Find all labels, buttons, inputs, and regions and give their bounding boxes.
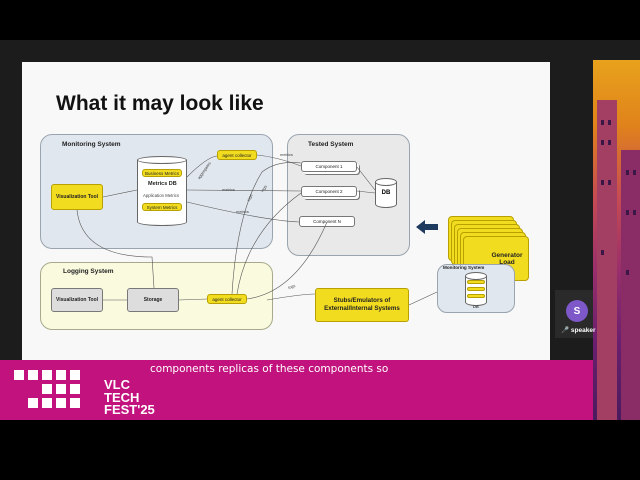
metrics-edge-label-2: metrics xyxy=(222,187,235,192)
logging-agent-collector: agent collector xyxy=(207,294,247,304)
small-db-label: DB xyxy=(473,304,479,309)
speaker-avatar: S xyxy=(566,300,588,322)
arrow-left-icon xyxy=(416,220,438,234)
monitoring-visualization-tool: Visualization Tool xyxy=(51,184,103,210)
collector-to-component1-line xyxy=(256,154,302,167)
log-collector-to-componentn-line xyxy=(246,221,328,300)
event-banner: VLC TECH FEST'25 components replicas of … xyxy=(0,360,593,420)
log-collector-to-component1-line xyxy=(231,162,302,295)
monitoring-system-small-title: Monitoring System xyxy=(443,265,485,270)
stubs-emulators-box: Stubs/Emulators of External/Internal Sys… xyxy=(315,288,409,322)
metricsdb-to-component2-line xyxy=(186,189,302,192)
logging-visualization-tool: Visualization Tool xyxy=(51,288,103,312)
component-n: Component N xyxy=(299,216,355,227)
stubs-to-monitoring-line xyxy=(408,291,438,306)
metricsdb-to-collector-line xyxy=(186,155,218,178)
tested-db-cylinder: DB xyxy=(375,178,397,208)
component-1: Component 1 xyxy=(301,161,357,172)
component1-to-db-line xyxy=(356,166,376,191)
small-db-metric-2 xyxy=(467,287,485,291)
tested-system-title: Tested System xyxy=(308,141,354,148)
metricsdb-to-componentn-line xyxy=(186,201,300,223)
speaker-camera-background xyxy=(593,60,640,420)
logo-text: VLC TECH FEST'25 xyxy=(104,377,155,417)
monitoring-agent-collector: agent collector xyxy=(217,150,257,160)
diagram-connectors xyxy=(76,154,438,306)
component-2: Component 2 xyxy=(301,186,357,197)
log-collector-to-component2-line xyxy=(236,192,302,295)
small-db-metric-1 xyxy=(467,280,485,284)
application-metrics-label: Application Metrics xyxy=(143,193,180,198)
speaker-label: 🎤 speaker xyxy=(561,327,596,334)
speaker-label-text: speaker xyxy=(570,327,596,334)
monitoring-system-title: Monitoring System xyxy=(62,141,121,148)
metrics-edge-label-3: metrics xyxy=(236,209,249,214)
storage-to-collector-line xyxy=(178,298,208,301)
slide-title: What it may look like xyxy=(56,92,264,115)
video-stage: What it may look like Monitoring System … xyxy=(0,40,640,420)
logging-system-title: Logging System xyxy=(63,268,114,275)
presentation-slide: What it may look like Monitoring System … xyxy=(22,62,550,384)
viz-to-metricsdb-line xyxy=(102,189,138,198)
small-db-metric-3 xyxy=(467,294,485,298)
logo-line-1: VLC xyxy=(104,377,130,392)
component2-to-db-line xyxy=(356,190,376,194)
logo-line-3: FEST'25 xyxy=(104,402,155,417)
logo-line-2: TECH xyxy=(104,389,140,405)
metrics-db-label: Metrics DB xyxy=(148,181,177,187)
business-metrics-box: Business Metrics xyxy=(142,169,182,177)
logging-storage: Storage xyxy=(127,288,179,312)
viz-to-storage-curve xyxy=(76,209,155,289)
metrics-edge-label-1: metrics xyxy=(280,152,293,157)
live-caption: components replicas of these components … xyxy=(150,363,389,375)
collector-to-stubs-line xyxy=(266,293,316,301)
system-metrics-box: System Metrics xyxy=(142,203,182,211)
tested-db-label: DB xyxy=(381,190,391,196)
